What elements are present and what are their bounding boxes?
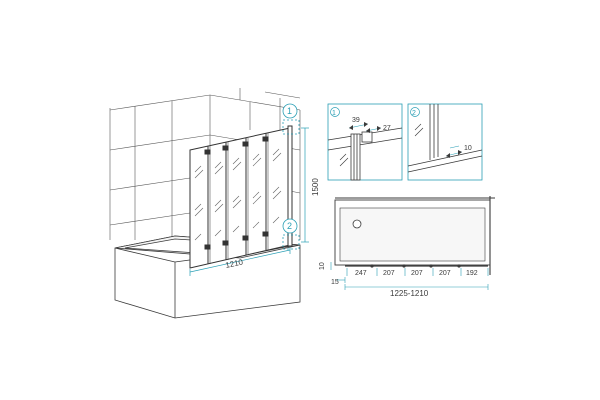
callout-1-label: 1	[287, 106, 292, 116]
plan-panel-width-5: 192	[466, 270, 478, 277]
plan-panel-width-1: 247	[355, 270, 367, 277]
detail-1-dim-a: 39	[352, 117, 360, 124]
width-dimension	[189, 247, 291, 276]
drain-icon	[352, 219, 362, 229]
detail-2-dim-a: 10	[464, 145, 472, 152]
tiled-wall	[109, 88, 301, 240]
glass-screen	[189, 125, 293, 269]
detail-1-number: 1	[332, 110, 336, 117]
main-isometric-view	[109, 88, 309, 319]
plan-total-range: 1225-1210	[390, 289, 429, 298]
plan-panel-width-3: 207	[411, 270, 423, 277]
detail-1-dim-b: 27	[383, 125, 391, 132]
plan-start-offset: 15	[331, 279, 339, 286]
detail-2-panel	[407, 103, 483, 181]
callout-1-circle	[282, 103, 298, 119]
height-dim-label: 1500	[311, 178, 320, 196]
callout-2-label: 2	[287, 221, 292, 231]
plan-panel-width-4: 207	[439, 270, 451, 277]
plan-wall-offset: 10	[319, 262, 326, 270]
width-dim-label: 1210	[225, 257, 245, 270]
callout-2-circle	[282, 218, 298, 234]
height-dimension	[301, 127, 309, 243]
callout-1-box	[282, 119, 300, 135]
plan-view	[330, 196, 495, 290]
plan-panel-width-2: 207	[383, 270, 395, 277]
callout-2-box	[282, 234, 300, 250]
detail-1-panel	[327, 103, 403, 181]
detail-2-number: 2	[412, 110, 416, 117]
